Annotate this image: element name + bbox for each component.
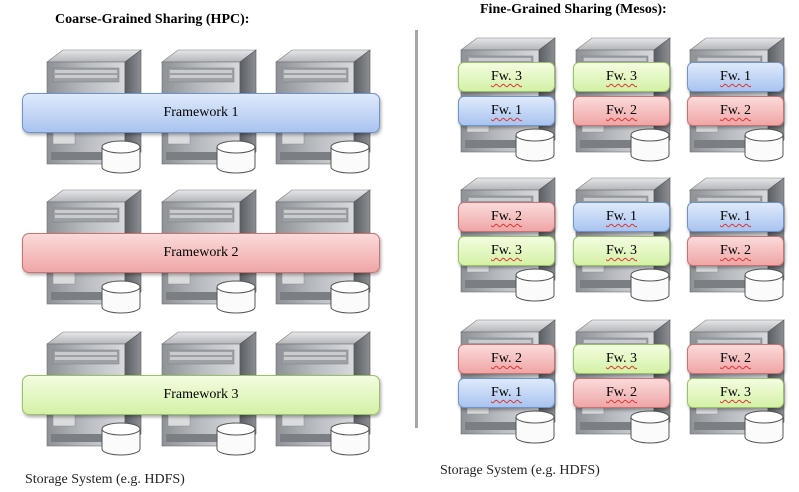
- fw-label: Fw. 2: [606, 103, 637, 118]
- fw-label: Fw. 1: [720, 209, 751, 224]
- framework-label: Framework 1: [163, 105, 239, 120]
- fw-label: Fw. 2: [606, 385, 637, 400]
- disk-icon: [216, 140, 256, 174]
- fw-box: Fw. 2: [687, 344, 784, 374]
- disk-icon: [630, 268, 670, 302]
- fw-label: Fw. 3: [720, 385, 751, 400]
- fw-label: Fw. 3: [606, 351, 637, 366]
- framework-label: Framework 2: [163, 245, 239, 260]
- coarse-grained-title: Coarse-Grained Sharing (HPC):: [55, 12, 250, 27]
- fw-box: Fw. 3: [687, 378, 784, 408]
- fw-label: Fw. 2: [720, 103, 751, 118]
- fw-box: Fw. 2: [687, 236, 784, 266]
- disk-icon: [630, 410, 670, 444]
- right-storage-label: Storage System (e.g. HDFS): [440, 463, 600, 478]
- fw-label: Fw. 1: [491, 385, 522, 400]
- framework-bar: Framework 1: [22, 93, 380, 133]
- disk-icon: [101, 140, 141, 174]
- disk-icon: [744, 410, 784, 444]
- fw-box: Fw. 1: [573, 202, 670, 232]
- disk-icon: [630, 128, 670, 162]
- fw-label: Fw. 1: [606, 209, 637, 224]
- fw-box: Fw. 1: [458, 378, 555, 408]
- fw-box: Fw. 2: [573, 378, 670, 408]
- fw-box: Fw. 3: [458, 236, 555, 266]
- fw-box: Fw. 1: [687, 202, 784, 232]
- disk-icon: [330, 422, 370, 456]
- divider: [415, 30, 418, 428]
- framework-bar: Framework 3: [22, 375, 380, 415]
- fw-label: Fw. 3: [606, 243, 637, 258]
- fw-box: Fw. 2: [458, 344, 555, 374]
- fw-box: Fw. 3: [573, 344, 670, 374]
- fw-box: Fw. 1: [687, 62, 784, 92]
- fw-box: Fw. 1: [458, 96, 555, 126]
- fw-label: Fw. 3: [491, 69, 522, 84]
- fw-box: Fw. 2: [573, 96, 670, 126]
- disk-icon: [330, 140, 370, 174]
- framework-bar: Framework 2: [22, 233, 380, 273]
- left-storage-label: Storage System (e.g. HDFS): [25, 472, 185, 487]
- fine-grained-title: Fine-Grained Sharing (Mesos):: [480, 2, 667, 17]
- disk-icon: [744, 268, 784, 302]
- fw-box: Fw. 3: [573, 62, 670, 92]
- disk-icon: [216, 422, 256, 456]
- fw-label: Fw. 1: [720, 69, 751, 84]
- fw-label: Fw. 1: [491, 103, 522, 118]
- fw-label: Fw. 3: [491, 243, 522, 258]
- disk-icon: [515, 268, 555, 302]
- disk-icon: [744, 128, 784, 162]
- fw-box: Fw. 3: [573, 236, 670, 266]
- fw-box: Fw. 2: [687, 96, 784, 126]
- fw-label: Fw. 2: [720, 351, 751, 366]
- fw-label: Fw. 2: [491, 209, 522, 224]
- disk-icon: [330, 280, 370, 314]
- fw-label: Fw. 3: [606, 69, 637, 84]
- framework-label: Framework 3: [163, 387, 239, 402]
- disk-icon: [101, 422, 141, 456]
- fw-label: Fw. 2: [491, 351, 522, 366]
- fw-box: Fw. 3: [458, 62, 555, 92]
- fw-box: Fw. 2: [458, 202, 555, 232]
- disk-icon: [101, 280, 141, 314]
- disk-icon: [515, 128, 555, 162]
- disk-icon: [216, 280, 256, 314]
- fw-label: Fw. 2: [720, 243, 751, 258]
- disk-icon: [515, 410, 555, 444]
